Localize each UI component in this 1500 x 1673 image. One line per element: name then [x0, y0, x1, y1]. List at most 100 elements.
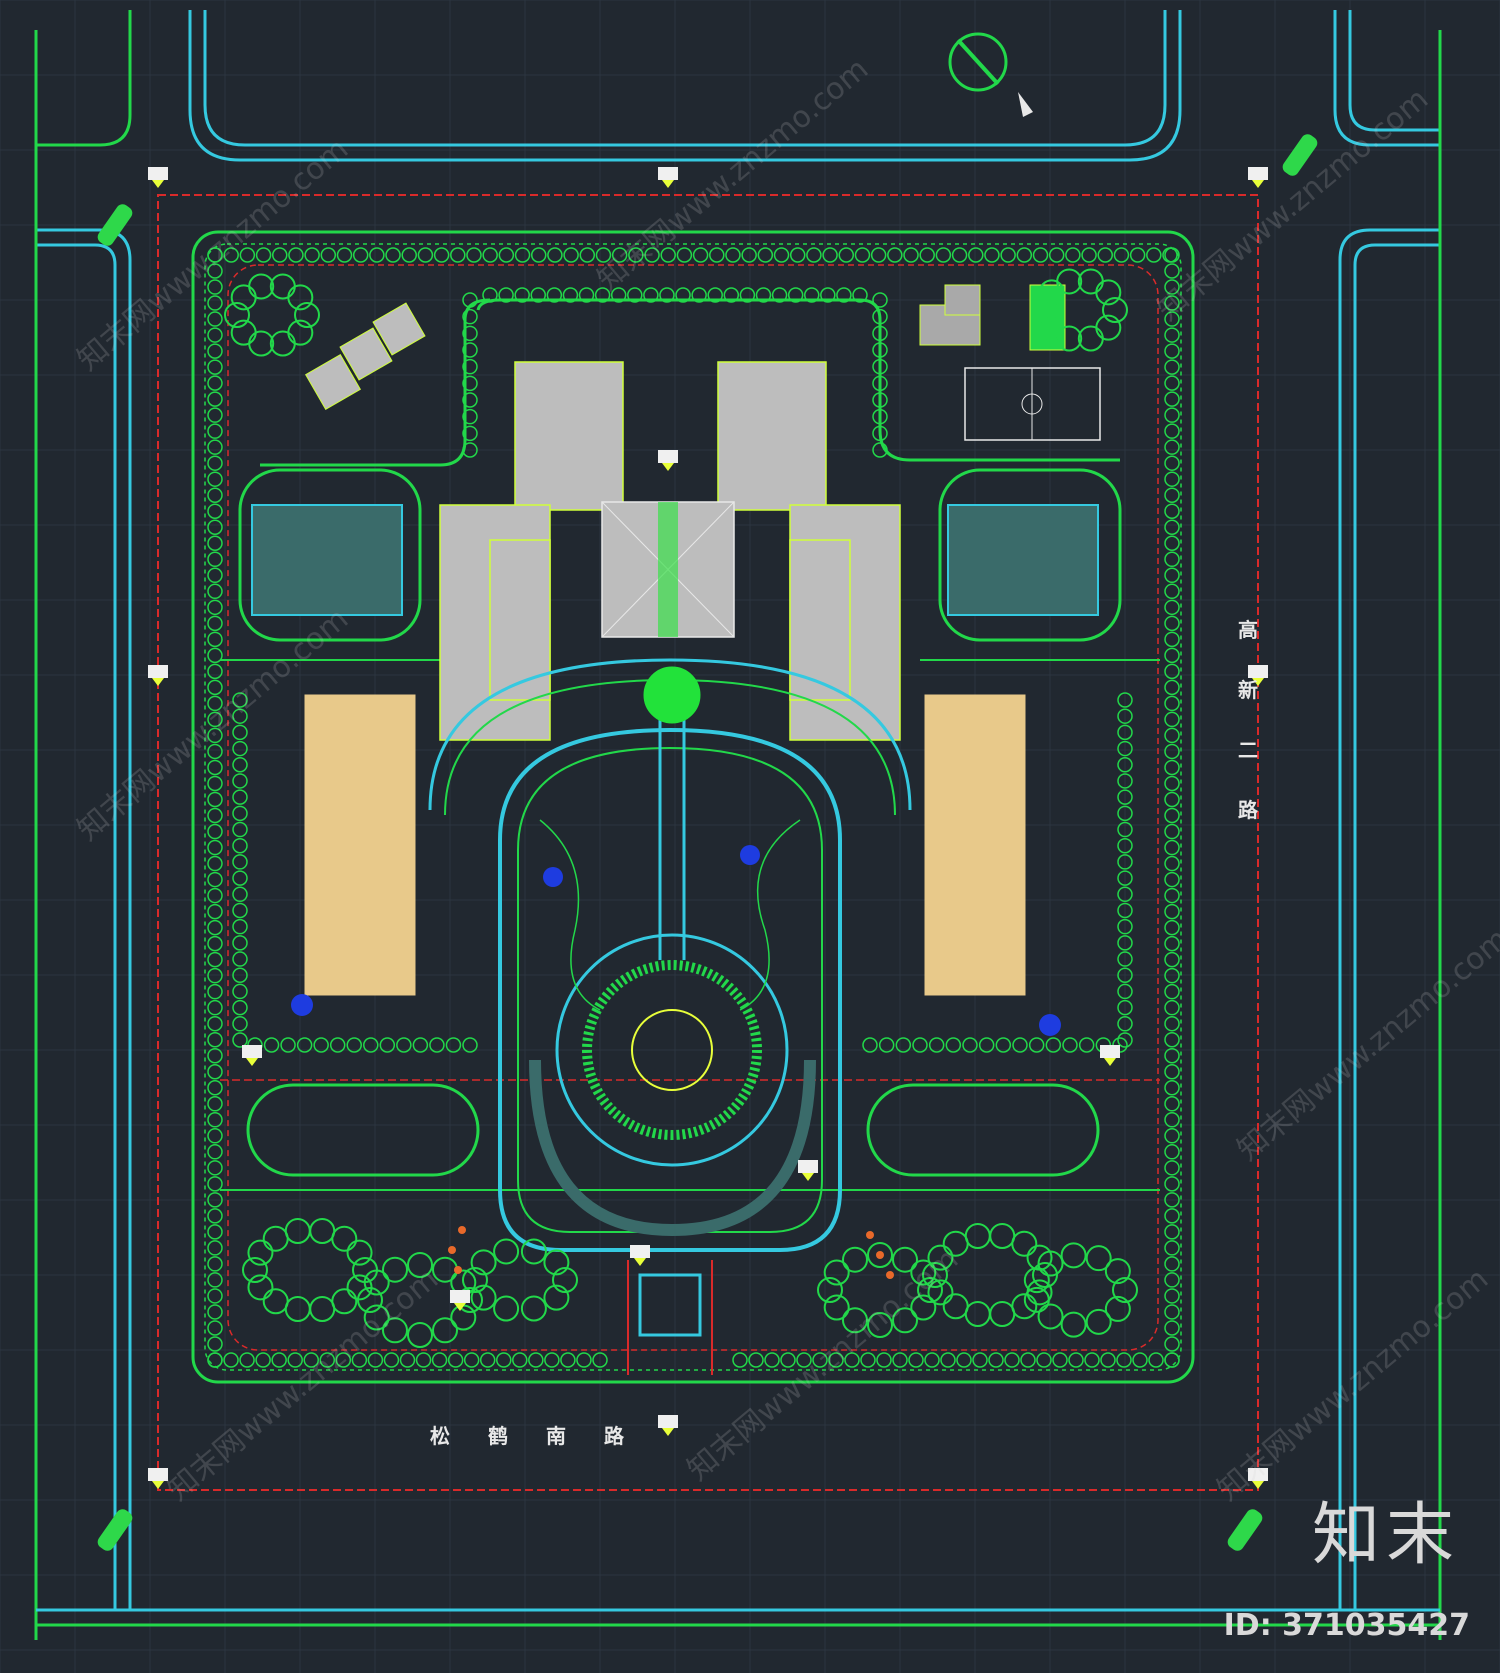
north-road-edge	[1333, 10, 1440, 147]
tree-icon	[493, 1295, 520, 1322]
tree-icon	[910, 1294, 937, 1321]
elevation-marker-icon	[630, 1245, 650, 1266]
tree-icon	[1164, 1192, 1180, 1208]
amphitheater-outer	[555, 933, 789, 1167]
central-hall	[601, 501, 735, 638]
tree-icon	[757, 247, 774, 263]
tree-icon	[207, 391, 223, 407]
tree-icon	[207, 759, 223, 776]
tree-icon	[1097, 247, 1114, 263]
tree-icon	[968, 247, 984, 263]
elevation-marker-icon	[1100, 1045, 1120, 1066]
tree-icon	[1146, 247, 1162, 263]
tree-icon	[223, 1352, 239, 1368]
tree-icon	[496, 1352, 512, 1368]
tree-icon	[1004, 1352, 1020, 1368]
tree-icon	[823, 1294, 850, 1321]
tree-icon	[247, 1274, 274, 1301]
tree-icon	[432, 1317, 458, 1344]
tree-icon	[207, 247, 223, 263]
tree-icon	[1016, 247, 1033, 263]
tree-icon	[412, 1037, 429, 1053]
tree-icon	[1078, 1037, 1095, 1053]
tree-icon	[284, 1218, 311, 1245]
tree-icon	[1036, 1352, 1052, 1368]
north-road-edge	[203, 10, 1167, 147]
tree-icon	[1117, 757, 1133, 773]
tree-icon	[207, 1128, 223, 1144]
tree-icon	[771, 287, 788, 303]
tree-icon	[867, 1312, 893, 1338]
tree-icon	[1164, 535, 1180, 552]
tree-icon	[207, 1352, 223, 1368]
tree-icon	[822, 247, 838, 263]
tree-icon	[207, 1208, 223, 1224]
tree-icon	[470, 1284, 497, 1311]
tree-icon	[1164, 903, 1180, 920]
tree-icon	[594, 287, 611, 303]
tree-icon	[1164, 1031, 1180, 1048]
tree-icon	[1164, 263, 1180, 279]
tree-icon	[207, 583, 223, 600]
tree-icon	[1117, 821, 1133, 838]
tree-icon	[692, 247, 709, 263]
tree-icon	[1164, 487, 1180, 503]
tree-icon	[232, 773, 248, 789]
tree-icon	[592, 1352, 608, 1368]
tree-icon	[433, 247, 450, 263]
corner-markers	[97, 134, 1318, 1551]
tree-icon	[498, 247, 515, 263]
tree-icon	[207, 567, 223, 584]
tree-icon	[232, 789, 248, 805]
tree-icon	[382, 1256, 408, 1283]
tree-icon	[1164, 343, 1180, 359]
tree-icon	[903, 247, 919, 263]
tree-icon	[207, 1304, 223, 1320]
tree-icon	[479, 1352, 496, 1368]
tree-icon	[1056, 268, 1083, 295]
tree-icon	[232, 1016, 248, 1032]
tree-icon	[207, 1320, 223, 1336]
tree-icon	[1060, 1311, 1087, 1338]
tree-icon	[207, 1256, 223, 1272]
tree-icon	[352, 247, 369, 263]
tree-icon	[1117, 1032, 1133, 1048]
teaching-buildings	[439, 361, 901, 741]
tree-icon	[207, 439, 223, 455]
tree-icon	[806, 247, 822, 263]
tree-icon	[842, 1246, 868, 1273]
tree-icon	[1164, 583, 1180, 600]
tree-icon	[838, 247, 855, 263]
tree-icon	[1112, 1277, 1138, 1303]
tree-icon	[207, 1176, 223, 1192]
dormitory-buildings	[304, 694, 1026, 996]
tree-icon	[1164, 887, 1180, 904]
tree-icon	[852, 287, 868, 303]
tree-icon	[207, 919, 223, 936]
tree-icon	[269, 330, 296, 357]
tree-icon	[1164, 295, 1180, 311]
tree-icon	[1164, 983, 1180, 1000]
tree-icon	[207, 775, 223, 792]
tree-icon	[462, 342, 478, 358]
tree-icon	[1164, 471, 1180, 487]
tree-icon	[935, 247, 952, 263]
tree-icon	[431, 1352, 448, 1368]
central-plaza-tree	[643, 666, 701, 724]
tree-icon	[232, 692, 248, 708]
tree-icon	[1164, 439, 1180, 455]
tree-icon	[303, 1352, 319, 1368]
south-road-label: 松鹤南路	[430, 1424, 662, 1448]
tree-icon	[294, 302, 320, 328]
tree-icon	[1117, 773, 1133, 789]
tree-icon	[995, 1037, 1012, 1053]
tree-icon	[313, 1037, 329, 1053]
tree-icon	[1164, 935, 1180, 952]
tree-icon	[207, 967, 223, 984]
tree-icon	[336, 247, 353, 263]
tree-icon	[263, 1037, 280, 1053]
tree-icon	[462, 1037, 478, 1053]
tree-icon	[232, 805, 248, 822]
tree-icon	[207, 503, 223, 519]
building-north-west	[514, 361, 624, 511]
